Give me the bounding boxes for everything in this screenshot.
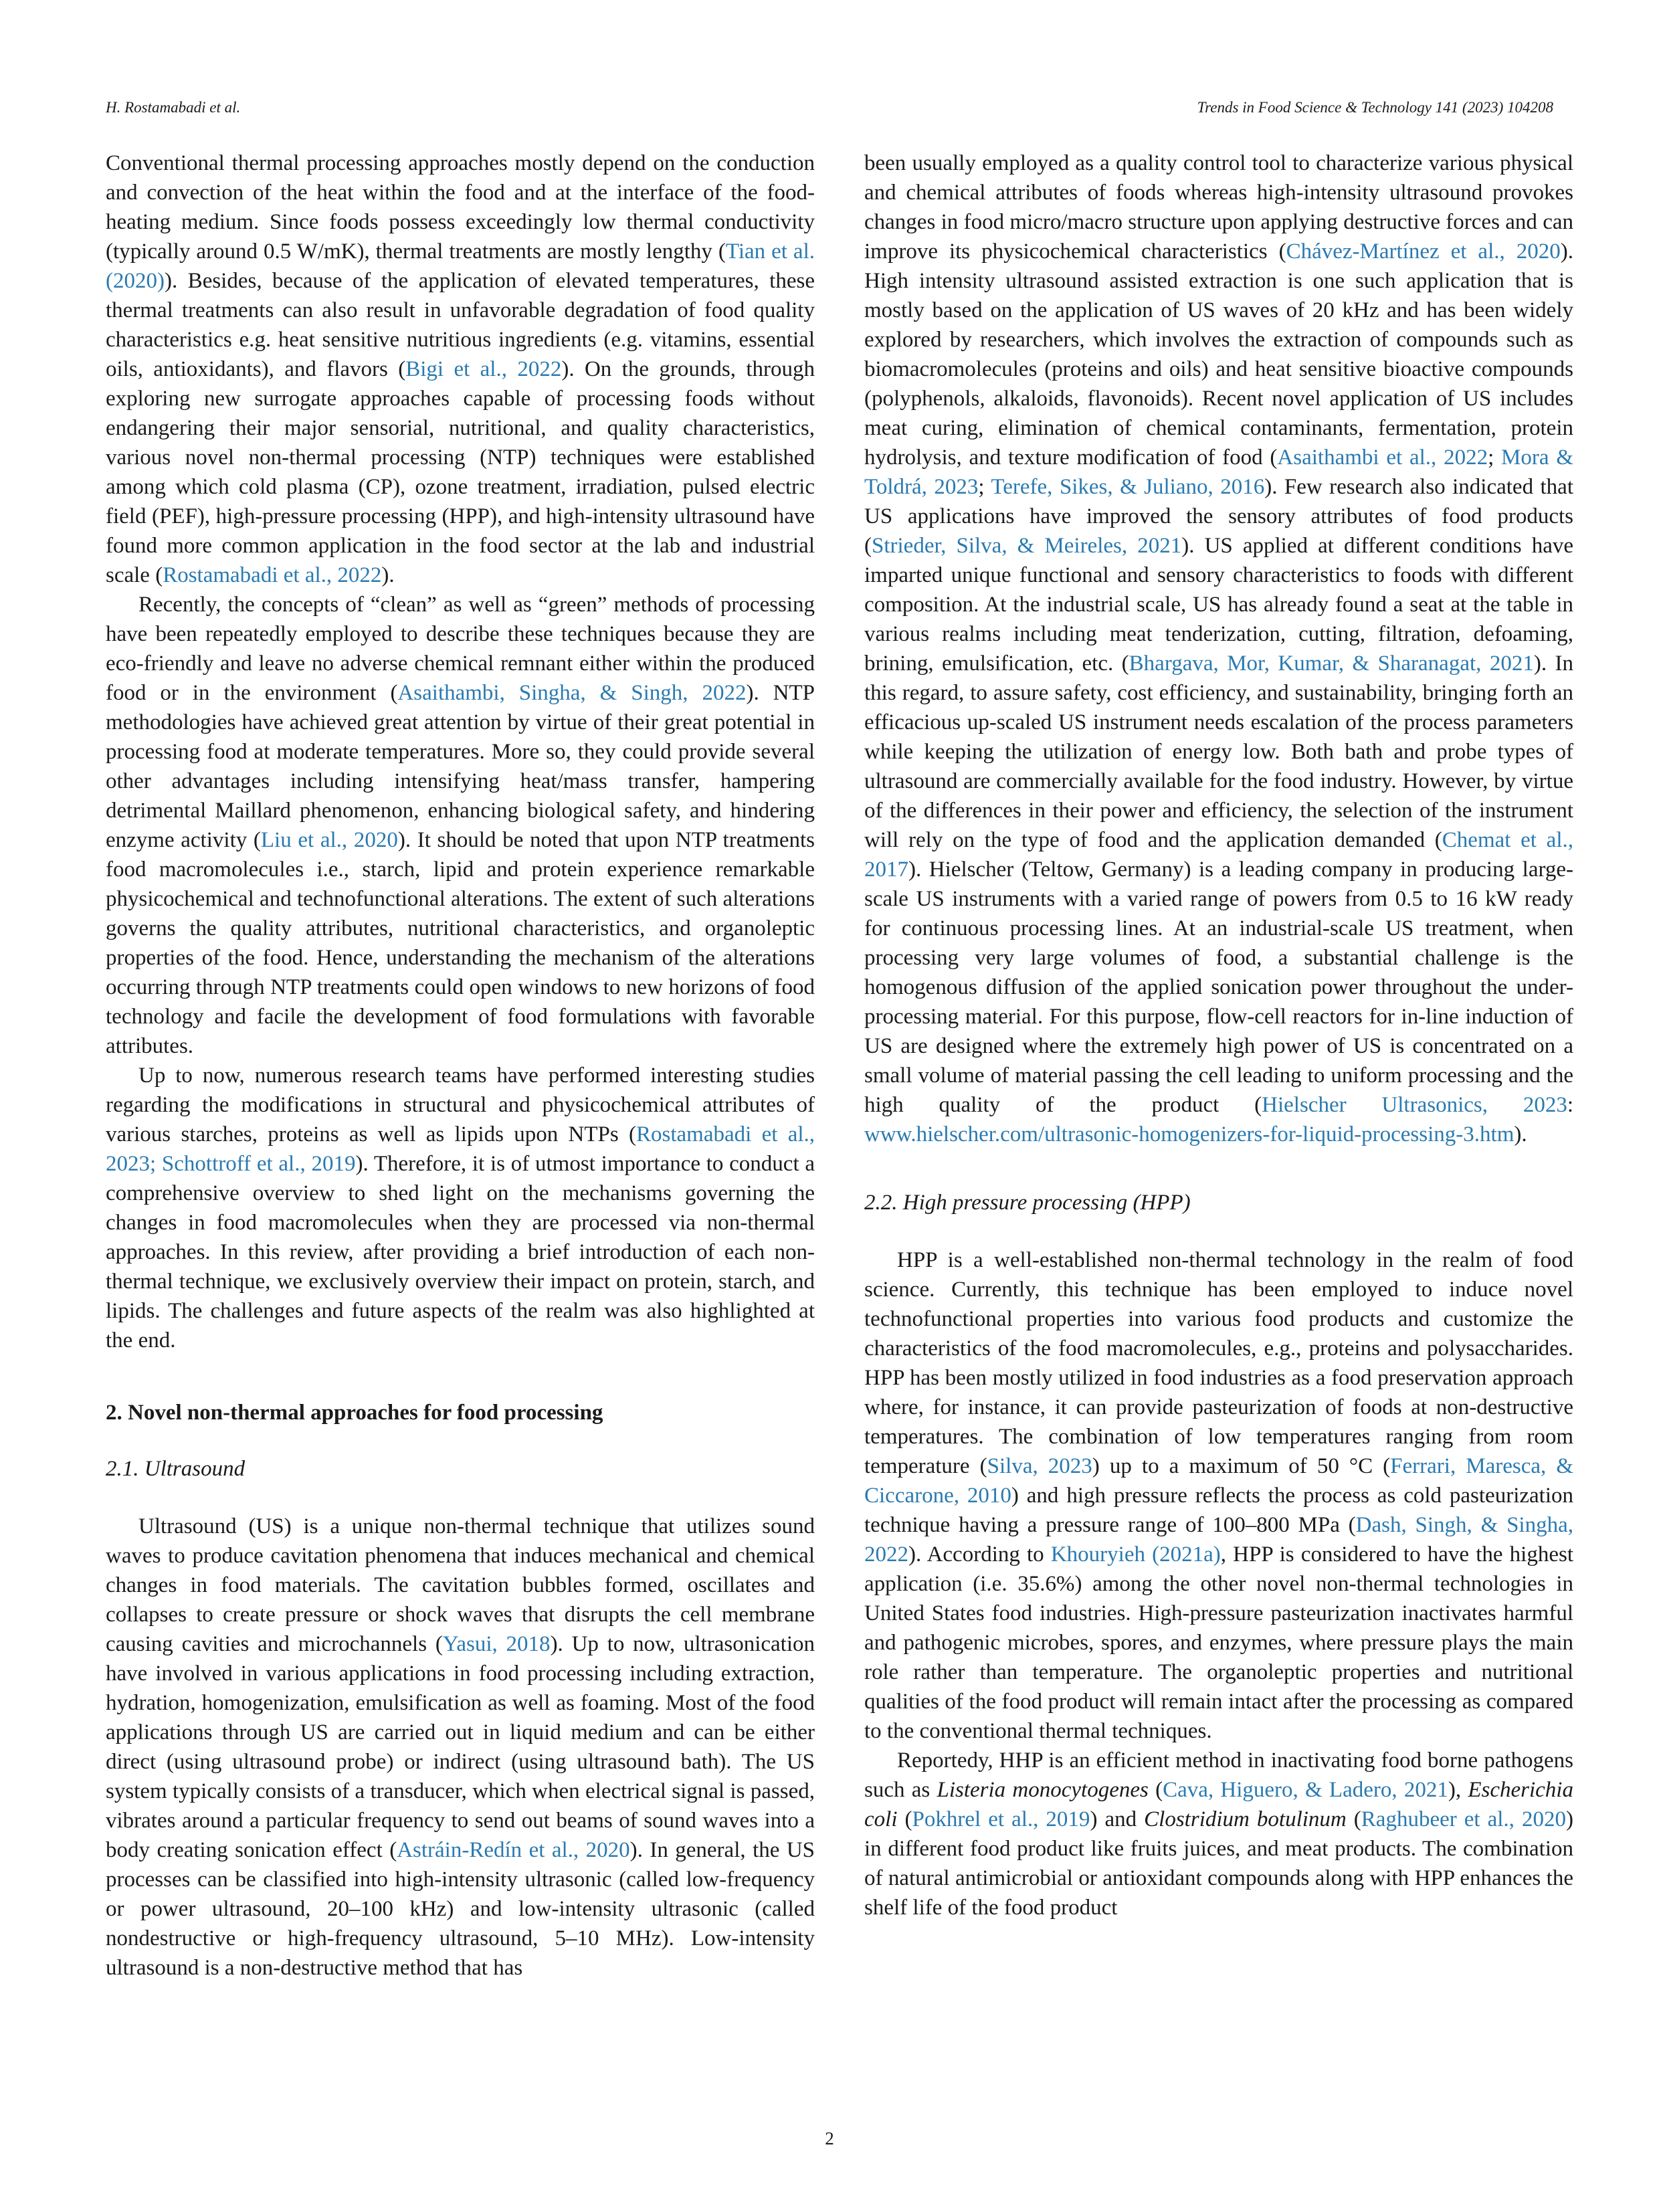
citation-link[interactable]: Dash, Singh, & Singha, 2022 xyxy=(864,1513,1573,1567)
citation-link[interactable]: Silva, 2023 xyxy=(987,1454,1092,1478)
right-column: been usually employed as a quality contr… xyxy=(864,148,1573,1922)
citation-link[interactable]: www.hielscher.com/ultrasonic-homogenizer… xyxy=(864,1122,1515,1146)
citation-link[interactable]: Hielscher Ultrasonics, 2023 xyxy=(1262,1093,1567,1117)
paragraph: Up to now, numerous research teams have … xyxy=(106,1064,815,1352)
subsection-heading: 2.1. Ultrasound xyxy=(106,1457,246,1481)
citation-link[interactable]: Liu et al., 2020 xyxy=(260,828,398,852)
citation-link[interactable]: Yasui, 2018 xyxy=(442,1632,551,1656)
running-head-journal: Trends in Food Science & Technology 141 … xyxy=(1197,99,1553,116)
paragraph: Recently, the concepts of “clean” as wel… xyxy=(106,593,815,1058)
citation-link[interactable]: Astráin-Redín et al., 2020 xyxy=(397,1838,630,1862)
paragraph: Conventional thermal processing approach… xyxy=(106,151,815,587)
subsection-heading: 2.2. High pressure processing (HPP) xyxy=(864,1191,1191,1215)
citation-link[interactable]: Cava, Higuero, & Ladero, 2021 xyxy=(1163,1778,1448,1802)
page-number: 2 xyxy=(825,2128,834,2148)
citation-link[interactable]: Terefe, Sikes, & Juliano, 2016 xyxy=(991,475,1265,499)
section-heading: 2. Novel non-thermal approaches for food… xyxy=(106,1401,603,1425)
citation-link[interactable]: Asaithambi et al., 2022 xyxy=(1277,445,1488,470)
paragraph: Reportedy, HHP is an efficient method in… xyxy=(864,1748,1573,1920)
citation-link[interactable]: Raghubeer et al., 2020 xyxy=(1361,1807,1566,1831)
citation-link[interactable]: Mora & Toldrá, 2023 xyxy=(864,445,1573,499)
italic-term: Listeria monocytogenes xyxy=(937,1778,1149,1802)
paragraph: been usually employed as a quality contr… xyxy=(864,151,1574,1146)
running-head-authors: H. Rostamabadi et al. xyxy=(106,99,241,116)
italic-term: Escherichia coli xyxy=(864,1778,1573,1831)
citation-link[interactable]: Chávez-Martínez et al., 2020 xyxy=(1286,239,1561,264)
italic-term: Clostridium botulinum xyxy=(1144,1807,1347,1831)
citation-link[interactable]: Bhargava, Mor, Kumar, & Sharanagat, 2021 xyxy=(1129,651,1534,676)
citation-link[interactable]: Rostamabadi et al., 2022 xyxy=(163,563,382,587)
citation-link[interactable]: Khouryieh (2021a) xyxy=(1050,1542,1221,1567)
citation-link[interactable]: Bigi et al., 2022 xyxy=(405,357,562,381)
citation-link[interactable]: Chemat et al., 2017 xyxy=(864,828,1573,882)
left-column: Conventional thermal processing approach… xyxy=(106,148,815,1983)
citation-link[interactable]: Tian et al. (2020) xyxy=(106,239,815,293)
paragraph: HPP is a well-established non-thermal te… xyxy=(864,1248,1574,1743)
citation-link[interactable]: Rostamabadi et al., 2023; Schottroff et … xyxy=(106,1122,815,1176)
paragraph: Ultrasound (US) is a unique non-thermal … xyxy=(106,1514,815,1980)
citation-link[interactable]: Ferrari, Maresca, & Ciccarone, 2010 xyxy=(864,1454,1574,1508)
citation-link[interactable]: Asaithambi, Singha, & Singh, 2022 xyxy=(397,681,747,705)
citation-link[interactable]: Strieder, Silva, & Meireles, 2021 xyxy=(872,534,1182,558)
citation-link[interactable]: Pokhrel et al., 2019 xyxy=(912,1807,1090,1831)
